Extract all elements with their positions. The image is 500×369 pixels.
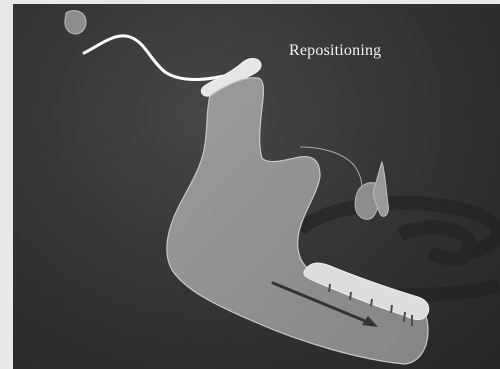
- bone-fragment: [65, 11, 86, 34]
- mandible: [167, 78, 428, 364]
- diagram-slide: Repositioning: [13, 4, 500, 369]
- jaw-diagram: [13, 4, 500, 369]
- wire-line: [84, 36, 240, 80]
- diagram-title: Repositioning: [289, 42, 381, 60]
